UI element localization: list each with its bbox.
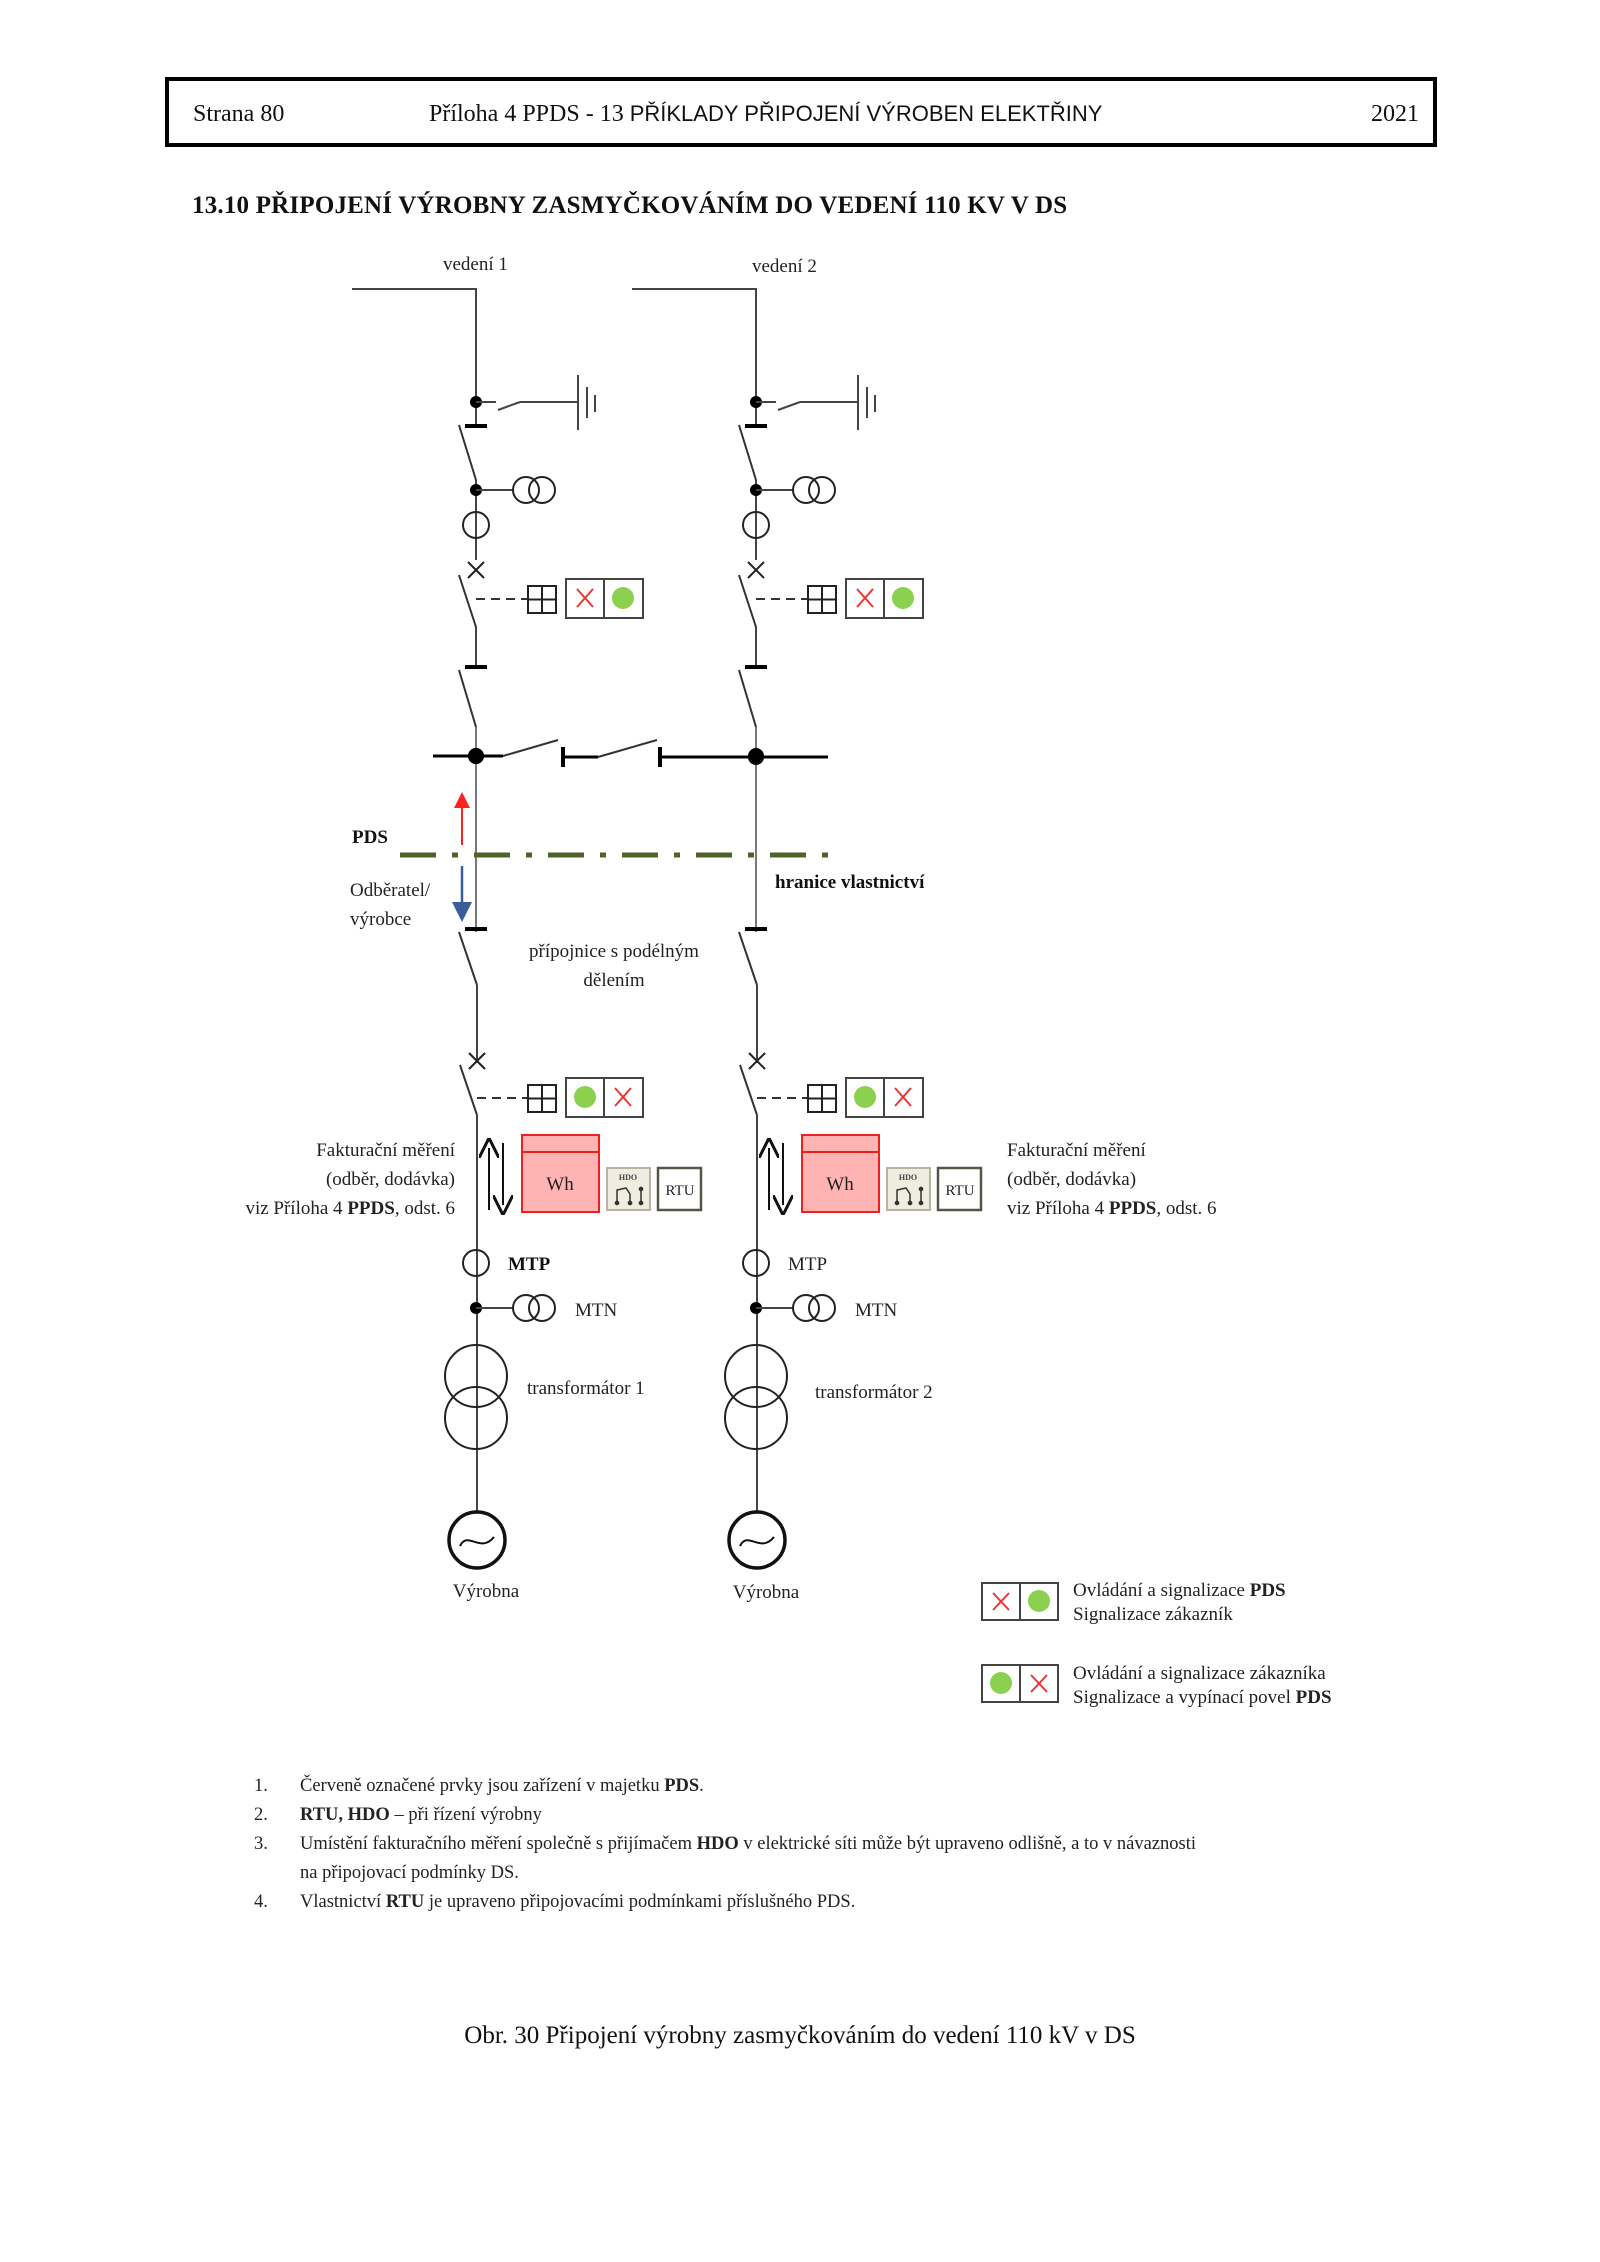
billing-right-section: , odst. 6 <box>1156 1198 1216 1219</box>
billing-left-line3: viz Příloha 4 PPDS, odst. 6 <box>245 1198 455 1219</box>
billing-right-line1: Fakturační měření <box>1007 1140 1146 1161</box>
note-item: 1. Červeně označené prvky jsou zařízení v… <box>250 1772 1400 1801</box>
transformer-1-label: transformátor 1 <box>527 1378 645 1399</box>
legend-item-pds: Ovládání a signalizace PDS Signalizace z… <box>981 1580 1286 1625</box>
hdo-label-2: HDO <box>899 1173 917 1182</box>
legend-item-customer: Ovládání a signalizace zákazníka Signali… <box>981 1663 1332 1708</box>
notes-list: 1. Červeně označené prvky jsou zařízení v… <box>250 1772 1400 1917</box>
billing-right-line2: (odběr, dodávka) <box>1007 1169 1136 1190</box>
transformer-2-label: transformátor 2 <box>815 1382 933 1403</box>
billing-right-ref: viz Příloha 4 <box>1007 1198 1109 1219</box>
green-dot-icon <box>990 1672 1012 1694</box>
header-chapter: Příloha 4 PPDS - 13 PŘÍKLADY PŘIPOJENÍ V… <box>429 101 1102 128</box>
red-cross-icon <box>1030 1674 1048 1693</box>
billing-left-line2: (odběr, dodávka) <box>326 1169 455 1190</box>
single-line-diagram: vedení 1 vedení 2 PDS Odběratel/ výrobce… <box>245 254 1332 1708</box>
mtn-label-2: MTN <box>855 1300 898 1321</box>
legend-customer-line2-text: Signalizace a vypínací povel <box>1073 1687 1296 1708</box>
rtu-label-2: RTU <box>945 1183 974 1199</box>
note-text: v elektrické síti může být upraveno odli… <box>738 1834 1196 1854</box>
customer-label-line1: Odběratel/ <box>350 880 431 901</box>
hdo-label-1: HDO <box>619 1173 637 1182</box>
note-number: 2. <box>254 1805 268 1825</box>
section-title: 13.10 PŘIPOJENÍ VÝROBNY ZASMYČKOVÁNÍM DO… <box>192 192 1068 219</box>
meter-label-2: Wh <box>826 1174 854 1195</box>
note-bold: PDS <box>664 1776 700 1796</box>
customer-label-line2: výrobce <box>350 909 411 930</box>
billing-right-line3: viz Příloha 4 PPDS, odst. 6 <box>1007 1198 1217 1219</box>
note-bold: HDO <box>696 1834 739 1854</box>
note-item: 4. Vlastnictví RTU je upraveno připojovac… <box>250 1888 1400 1917</box>
line-1-label: vedení 1 <box>443 254 508 275</box>
note-bold: RTU, HDO <box>300 1805 390 1825</box>
note-text: . <box>699 1776 704 1796</box>
sectionalized-busbar <box>433 739 828 767</box>
legend-customer-line1: Ovládání a signalizace zákazníka <box>1073 1663 1326 1684</box>
legend-pds-line2: Signalizace zákazník <box>1073 1604 1233 1625</box>
pds-label: PDS <box>352 827 388 848</box>
header-annex: Příloha 4 PPDS - 13 <box>429 101 624 127</box>
note-item: 3. Umístění fakturačního měření společně … <box>250 1830 1400 1859</box>
note-text: Umístění fakturačního měření společně s … <box>300 1834 697 1854</box>
page-header: Strana 80 Příloha 4 PPDS - 13 PŘÍKLADY P… <box>165 77 1437 147</box>
billing-left-line1: Fakturační měření <box>316 1140 455 1161</box>
note-text: – při řízení výrobny <box>389 1805 542 1825</box>
mtp-label-1: MTP <box>508 1254 551 1275</box>
legend-customer-line2: Signalizace a vypínací povel PDS <box>1073 1687 1332 1708</box>
ownership-boundary-label: hranice vlastnictví <box>775 872 925 893</box>
note-text: na připojovací podmínky DS. <box>300 1863 519 1883</box>
note-bold: RTU <box>385 1892 425 1912</box>
billing-left-section: , odst. 6 <box>395 1198 455 1219</box>
legend-pds-line1-text: Ovládání a signalizace <box>1073 1580 1250 1601</box>
feeder-2 <box>632 289 981 1568</box>
billing-right-ppds: PPDS <box>1109 1198 1157 1219</box>
legend-pds-line1-bold: PDS <box>1250 1580 1286 1601</box>
green-dot-icon <box>1028 1590 1050 1612</box>
note-item-continuation: na připojovací podmínky DS. <box>250 1859 1400 1888</box>
header-chapter-title: PŘÍKLADY PŘIPOJENÍ VÝROBEN ELEKTŘINY <box>629 101 1103 126</box>
generator-2-label: Výrobna <box>733 1582 800 1603</box>
billing-left-ref: viz Příloha 4 <box>245 1198 347 1219</box>
note-text: Červeně označené prvky jsou zařízení v m… <box>300 1776 665 1796</box>
busbar-label-line1: přípojnice s podélným <box>529 941 699 962</box>
billing-left-ppds: PPDS <box>347 1198 395 1219</box>
busbar-label-line2: dělením <box>583 970 644 991</box>
figure-caption: Obr. 30 Připojení výrobny zasmyčkováním … <box>464 2022 1136 2049</box>
note-number: 1. <box>254 1776 268 1796</box>
note-item: 2. RTU, HDO – při řízení výrobny <box>250 1801 1400 1830</box>
red-cross-icon <box>992 1592 1010 1611</box>
line-2-label: vedení 2 <box>752 256 817 277</box>
rtu-label-1: RTU <box>665 1183 694 1199</box>
note-text: je upraveno připojovacími podmínkami pří… <box>424 1892 856 1912</box>
legend-pds-line1: Ovládání a signalizace PDS <box>1073 1580 1286 1601</box>
note-text: Vlastnictví <box>300 1892 386 1912</box>
header-year: 2021 <box>1371 101 1419 127</box>
page-number: Strana 80 <box>193 101 285 127</box>
mtp-label-2: MTP <box>788 1254 827 1275</box>
legend-customer-line2-bold: PDS <box>1296 1687 1332 1708</box>
mtn-label-1: MTN <box>575 1300 618 1321</box>
note-number: 3. <box>254 1834 268 1854</box>
generator-1-label: Výrobna <box>453 1581 520 1602</box>
meter-label-1: Wh <box>546 1174 574 1195</box>
note-number: 4. <box>254 1892 268 1912</box>
